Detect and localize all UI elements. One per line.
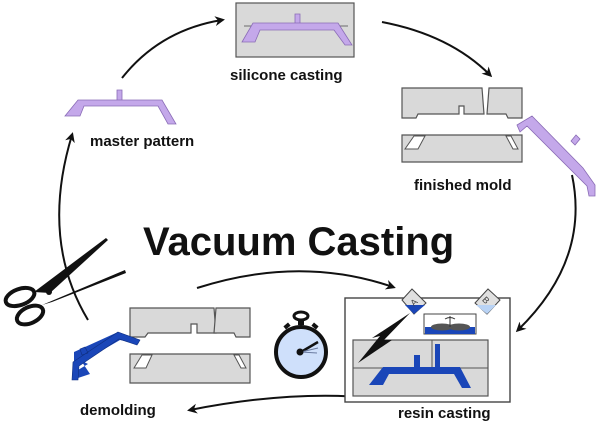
lightning-icon xyxy=(358,313,410,363)
step-label-silicone-casting: silicone casting xyxy=(230,67,343,84)
step-label-master-pattern: master pattern xyxy=(90,133,194,150)
scissors-icon xyxy=(3,238,126,327)
demolding-shape xyxy=(71,307,251,384)
stopwatch-icon xyxy=(274,310,328,379)
arrow-mold-to-resin xyxy=(515,174,577,333)
resin-casting-shape: A B xyxy=(344,288,511,403)
master-pattern-shape xyxy=(64,89,177,125)
component-b-label: B xyxy=(480,295,491,306)
arrow-master-to-silicone xyxy=(121,16,225,79)
arrow-title-to-resin xyxy=(196,270,396,290)
diagram-title: Vacuum Casting xyxy=(143,220,454,264)
silicone-casting-shape xyxy=(235,2,355,58)
step-label-demolding: demolding xyxy=(80,402,156,419)
step-label-resin-casting: resin casting xyxy=(398,405,491,422)
arrow-silicone-to-mold xyxy=(381,21,493,78)
finished-mold-shape xyxy=(401,87,596,197)
arrow-demolding-to-master xyxy=(58,132,89,321)
resin-cup-b: B xyxy=(474,288,501,315)
component-a-label: A xyxy=(408,297,419,308)
step-label-finished-mold: finished mold xyxy=(414,177,512,194)
resin-cup-a: A xyxy=(401,288,427,315)
